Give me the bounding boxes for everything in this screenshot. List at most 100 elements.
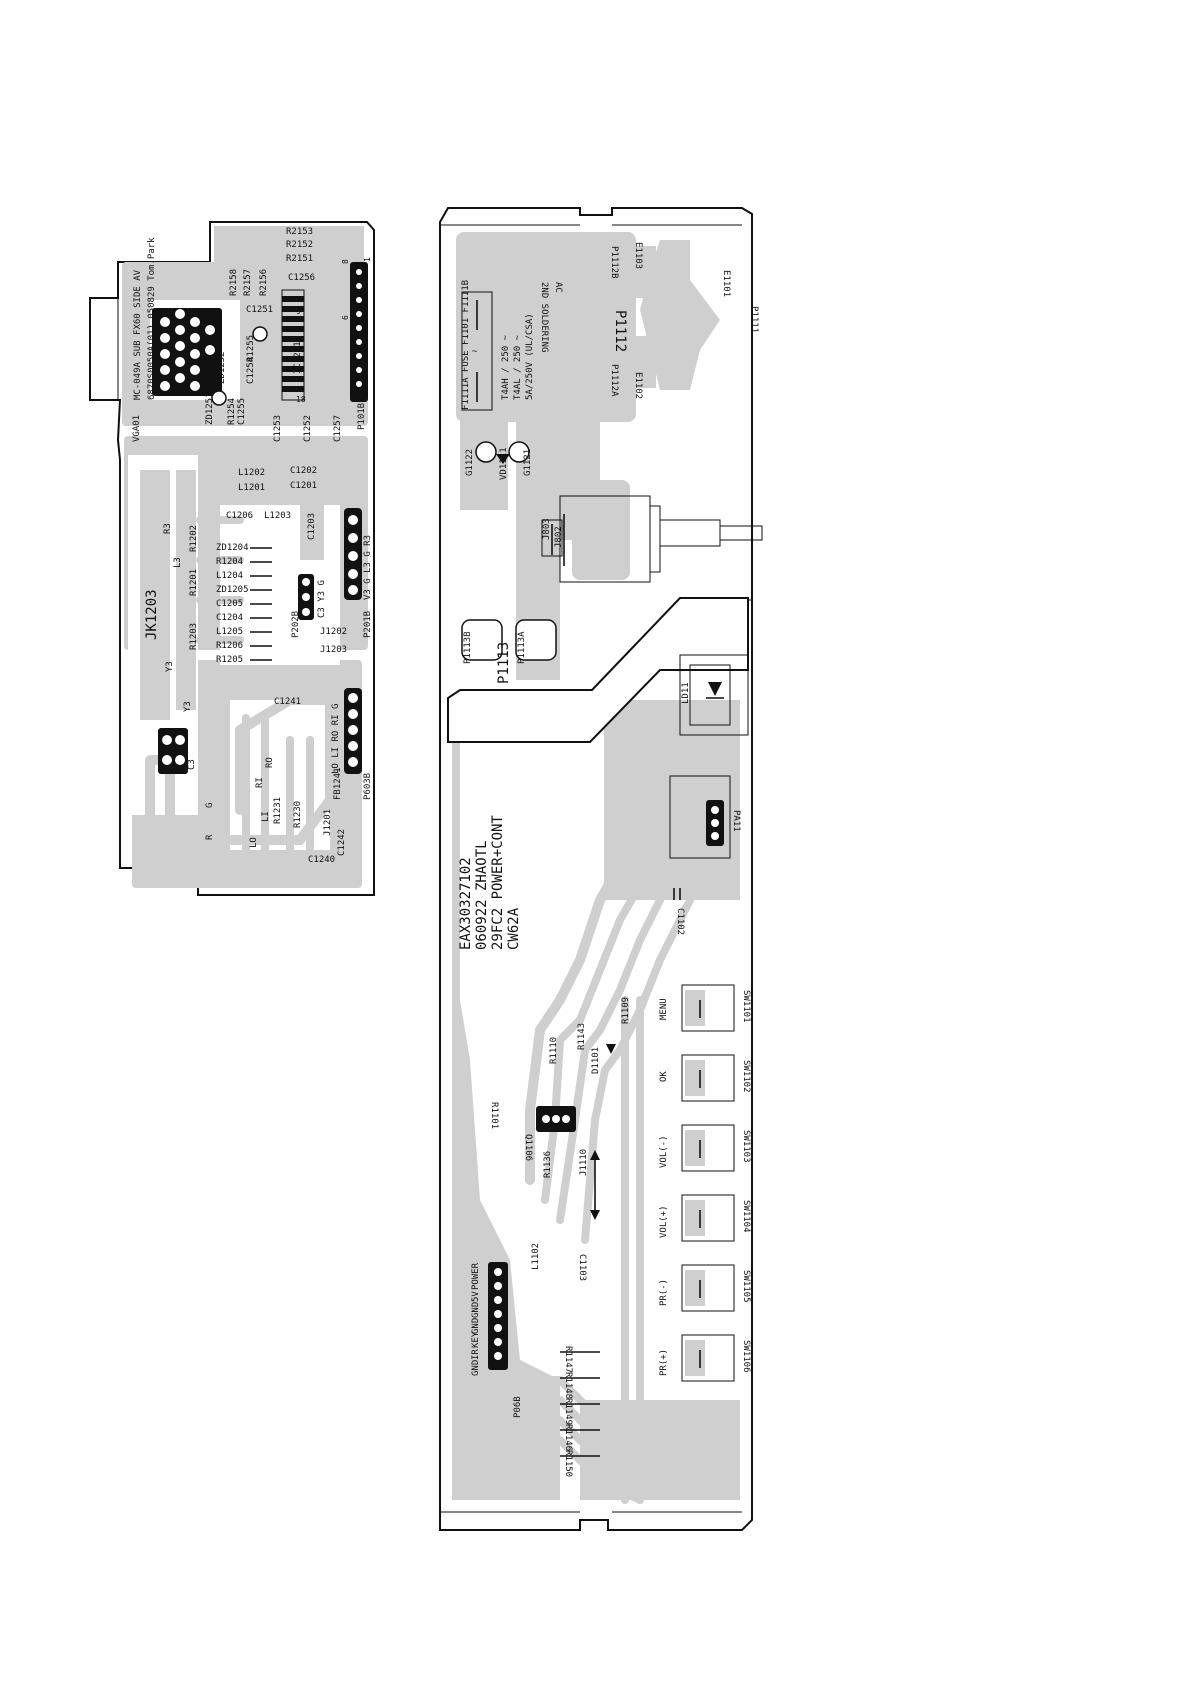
label-c1242: C1242 — [337, 829, 347, 856]
label-c1205: C1205 — [216, 599, 243, 609]
p101b-connector — [350, 262, 368, 402]
label-c1254: C1254 — [246, 357, 256, 384]
label-j803: J803 — [542, 518, 552, 540]
label-p603b-pins: LO LI RO RI G — [331, 704, 341, 774]
label-p06b: P06B — [513, 1396, 523, 1418]
label-lo: LO — [249, 837, 259, 848]
label-c1102: C1102 — [675, 908, 685, 935]
pin-1: 1 — [363, 257, 372, 262]
label-r1146: R1146 — [563, 1424, 573, 1451]
label-r1148: R1148 — [563, 1372, 573, 1399]
label-ri: RI — [255, 777, 265, 788]
pin-18: 18 — [296, 395, 306, 404]
switch-id-sw1106: SW1106 — [741, 1340, 751, 1373]
label-zd1251: ZD1251 — [205, 392, 215, 425]
label-e1102: E1102 — [633, 372, 643, 399]
fuse-f1101-outline — [461, 291, 493, 411]
label-r1231: R1231 — [273, 797, 283, 824]
label-zd1252: ZD1252 — [217, 351, 227, 384]
vga-connector-body — [152, 308, 222, 396]
label-r: R — [205, 834, 215, 840]
label-y3-b: Y3 — [183, 701, 193, 712]
label-ro: RO — [265, 757, 275, 768]
board-id-block: EAX30327102 060922 ZHAOTL 29FC2 POWER+CO… — [458, 815, 522, 950]
label-e1101: E1101 — [721, 270, 731, 297]
label-li: LI — [261, 811, 271, 822]
label-r2153: R2153 — [286, 227, 313, 237]
label-l1204: L1204 — [216, 571, 243, 581]
tact-switch-sw1105[interactable] — [681, 1264, 735, 1312]
label-c1206: C1206 — [226, 511, 253, 521]
label-c1252: C1252 — [303, 415, 313, 442]
fuse-text-4: 5A/250V (UL/CSA) — [525, 313, 535, 400]
pin-key: KEY — [471, 1331, 481, 1348]
pin-gnd-1: GND — [471, 1302, 481, 1318]
label-r3: R3 — [163, 523, 173, 534]
board-id-line-1: EAX30327102 — [458, 857, 474, 950]
label-l1202: L1202 — [238, 468, 265, 478]
tact-switch-sw1106[interactable] — [681, 1334, 735, 1382]
pin-gnd-2: GND — [471, 1318, 481, 1334]
fuse-text-3: T4AL / 250 ~ — [513, 334, 523, 400]
tact-switch-sw1101[interactable] — [681, 984, 735, 1032]
label-c1202: C1202 — [290, 466, 317, 476]
label-r2152: R2152 — [286, 240, 313, 250]
pin-power: POWER — [471, 1262, 481, 1290]
board-id-line-3: 29FC2 POWER+CONT — [490, 815, 506, 950]
label-c1201: C1201 — [290, 481, 317, 491]
label-r1109: R1109 — [621, 997, 631, 1024]
label-r1149: R1149 — [563, 1398, 573, 1425]
pin-gnd-3: GND — [471, 1360, 481, 1376]
header-line-1: MC-049A SUB FX60 SIDE AV — [133, 269, 143, 400]
pa11-outline — [669, 775, 731, 859]
label-r2157: R2157 — [243, 269, 253, 296]
pin-8: 8 — [341, 259, 350, 264]
label-vd1111: VD1111 — [499, 447, 509, 480]
label-c1240: C1240 — [308, 855, 335, 865]
fuse-text-1: F1111A FUSE F1101 F1111B — [461, 280, 471, 410]
label-q1106: Q1106 — [523, 1134, 533, 1161]
label-r1206: R1206 — [216, 641, 243, 651]
tact-switch-sw1103[interactable] — [681, 1124, 735, 1172]
label-j1202: J1202 — [320, 627, 347, 637]
switch-label-vol-plus: VOL(+) — [659, 1205, 669, 1238]
label-j1110: J1110 — [579, 1149, 589, 1176]
switch-id-sw1101: SW1101 — [741, 990, 751, 1023]
label-l1201: L1201 — [238, 483, 265, 493]
switch-label-pr-plus: PR(+) — [659, 1349, 669, 1376]
jack-label: JK1203 — [144, 589, 160, 640]
tact-switch-sw1104[interactable] — [681, 1194, 735, 1242]
label-p603b: P603B — [363, 773, 373, 800]
label-g1121: G1121 — [523, 449, 533, 476]
label-p1113a: P1113A — [517, 631, 527, 664]
label-g: G — [205, 803, 215, 808]
label-r1147: R1147 — [563, 1346, 573, 1373]
tact-switch-sw1102[interactable] — [681, 1054, 735, 1102]
label-r1204: R1204 — [216, 557, 243, 567]
pin-5v: 5V — [471, 1291, 481, 1302]
label-l3: L3 — [173, 557, 183, 568]
label-zd1205: ZD1205 — [216, 585, 249, 595]
label-2nd-soldering: 2ND SOLDERING — [539, 282, 549, 352]
label-p202b: P202B — [291, 611, 301, 638]
label-r1255: R1255 — [246, 335, 256, 362]
label-r1101: R1101 — [489, 1102, 499, 1129]
label-ld11: LD11 — [681, 682, 691, 704]
label-p1111: P1111 — [749, 306, 759, 333]
switch-label-menu: MENU — [659, 998, 669, 1020]
ld11-outline — [679, 654, 749, 736]
power-control-board — [439, 207, 763, 1531]
label-r1254: R1254 — [227, 398, 237, 425]
label-e1103: E1103 — [633, 242, 643, 269]
switch-label-pr-minus: PR(-) — [659, 1279, 669, 1306]
label-c1241: C1241 — [274, 697, 301, 707]
pin-6: 6 — [341, 315, 350, 320]
label-l1205: L1205 — [216, 627, 243, 637]
label-p101b: P101B — [357, 403, 367, 430]
label-j1203: J1203 — [320, 645, 347, 655]
vga-label: VGA01 — [132, 415, 142, 442]
label-r1143: R1143 — [577, 1023, 587, 1050]
label-c1256: C1256 — [288, 273, 315, 283]
